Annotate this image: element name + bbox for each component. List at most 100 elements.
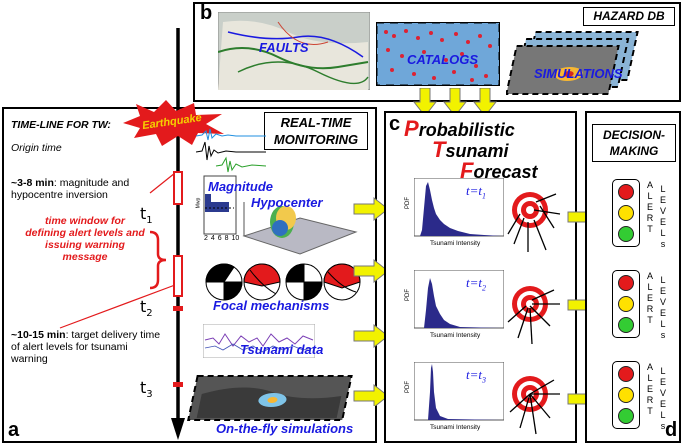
letter: E [646,293,653,303]
target-icon-3 [509,376,560,435]
magnitude-label: Magnitude [208,179,273,194]
step1-note: ~3-8 min: magnitude and hypocentre inver… [11,177,161,201]
letter: s [660,239,666,249]
forecast-line-f: Forecast [404,158,538,183]
letter: L [660,410,666,420]
time-label-2-sub: 2 [482,283,486,293]
letter: E [659,308,666,318]
letter: E [659,286,666,296]
light-red [618,275,634,291]
light-yellow [618,296,634,312]
letter: L [660,275,666,285]
monitoring-title-line2: MONITORING [273,132,359,147]
pdf-plot-2 [414,270,504,329]
forecast-p-rest: robabilistic [418,120,515,140]
letter: R [646,213,654,223]
mag-tick: 2 [204,235,208,242]
time-label-1-sub: 1 [482,191,486,201]
letter: A [646,180,653,190]
catalogs-map [376,22,500,86]
time-label-2-text: t=t [466,275,482,290]
light-green [618,226,634,242]
pdf-ylabel-3: PDF [405,381,411,393]
letter: E [659,399,666,409]
simulations-label: SIMULATIONS [534,66,623,81]
letter: E [659,195,666,205]
panel-letter-b: b [200,2,213,24]
letter: V [659,388,666,398]
magnitude-axis-label: Mwp [195,197,202,209]
forecast-t-rest: sunami [445,141,509,161]
step2-desc: : target delivery time of alert levels f… [11,329,161,365]
light-red [618,184,634,200]
step1-desc: : magnitude and hypocentre inversion [11,177,130,201]
panel-letter-c: c [389,113,401,135]
seismograms [196,128,267,173]
focal-mechanisms-label: Focal mechanisms [213,298,330,313]
letter: L [647,282,653,292]
letter: A [646,362,653,372]
time-label-3: t=t3 [466,367,486,385]
magnitude-ticks: 2 4 6 8 10 [204,235,239,242]
light-green [618,408,634,424]
forecast-line-t: Tsunami [404,139,538,162]
tsunami-data-plot [203,324,315,358]
simulations-stack [506,31,639,95]
t3-sub: 3 [146,389,153,401]
letter: E [646,202,653,212]
mag-tick: 4 [210,235,215,242]
earthquake-burst [123,100,224,146]
forecast-f-rest: orecast [473,162,538,182]
time-label-3-sub: 3 [482,375,486,385]
pdf-ylabel-2: PDF [405,289,411,301]
t3-text: t [140,378,147,397]
letter: L [660,366,666,376]
letter: E [659,217,666,227]
letter: L [660,184,666,194]
pdf-xlabel-2: Tsunami Intensity [430,332,481,339]
step1-time: ~3-8 min [11,177,54,189]
letter: L [647,373,653,383]
focal-mechanisms [205,263,361,301]
timeline-heading: TIME-LINE FOR TW: [11,119,111,131]
step2-time: ~10-15 min [11,329,66,341]
time-label-3-text: t=t [466,367,482,382]
monitoring-to-forecast-arrows [353,196,389,406]
target-icon-2 [507,286,560,345]
t3-label: t3 [140,378,153,400]
panel-letter-a: a [8,419,20,441]
hypocenter-label: Hypocenter [251,195,323,210]
light-red [618,366,634,382]
t2-label: t2 [140,297,153,319]
traffic-light-2 [612,270,640,338]
step2-note: ~10-15 min: target delivery time of aler… [11,329,161,365]
onthefly-map [187,375,353,421]
magnitude-plot [203,175,237,235]
timeline-axis [171,28,185,440]
t2-text: t [140,297,147,316]
t1-label: t1 [140,204,153,226]
time-label-1: t=t1 [466,183,486,201]
pdf-xlabel-1: Tsunami Intensity [430,240,481,247]
letter: L [647,191,653,201]
decision-title-line1: DECISION- [602,128,665,142]
time-label-2: t=t2 [466,275,486,293]
light-yellow [618,387,634,403]
letter: T [647,224,653,234]
letter: E [646,384,653,394]
pdf-plot-1 [414,178,504,237]
pdf-plot-3 [414,362,504,421]
letter: T [647,315,653,325]
letter: V [659,206,666,216]
t1-sub: 1 [146,215,153,227]
letter: L [660,319,666,329]
mag-tick: 10 [231,235,240,242]
forecast-f: F [460,158,474,183]
onthefly-label: On-the-fly simulations [216,421,354,436]
monitoring-title-line1: REAL-TIME [280,115,352,130]
